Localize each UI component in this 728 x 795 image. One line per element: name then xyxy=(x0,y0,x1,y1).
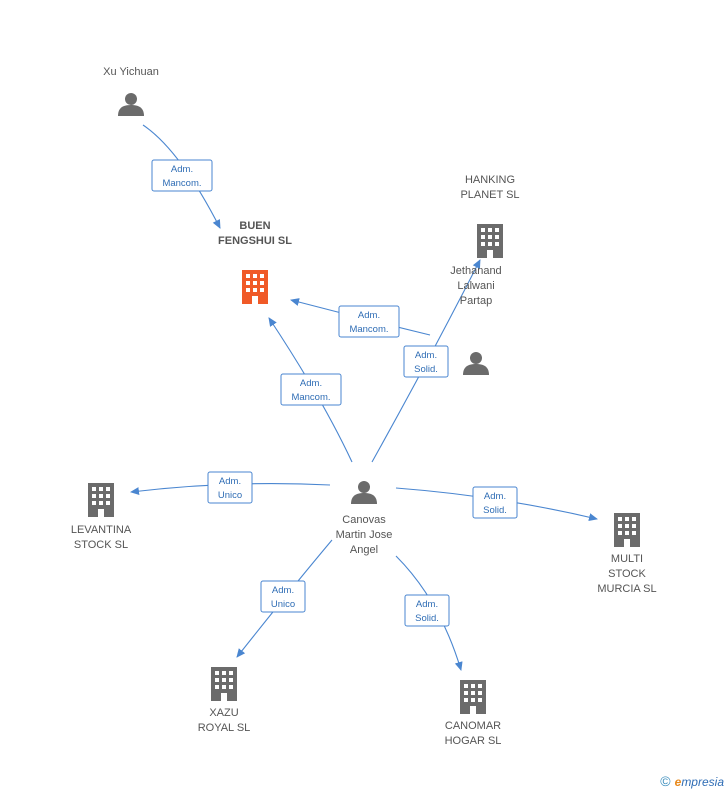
relation-label-r2[interactable]: Adm. Mancom. xyxy=(338,305,400,338)
person-icon xyxy=(463,352,489,375)
node-label: XAZU xyxy=(209,707,238,719)
person-icon xyxy=(351,481,377,504)
relation-box xyxy=(403,345,449,378)
relation-label-r7[interactable]: Adm. Unico xyxy=(260,580,306,613)
building-icon xyxy=(242,270,268,304)
node-hanking[interactable]: HANKING PLANET SL xyxy=(460,174,520,258)
node-label: HOGAR SL xyxy=(445,735,502,747)
relation-label-r6[interactable]: Adm. Solid. xyxy=(472,486,518,519)
node-label: ROYAL SL xyxy=(198,722,251,734)
relation-text: Unico xyxy=(218,490,242,501)
relation-text: Adm. xyxy=(416,599,438,610)
relation-text: Unico xyxy=(271,599,295,610)
relation-box xyxy=(338,305,400,338)
node-label: FENGSHUI SL xyxy=(218,235,292,247)
relation-box xyxy=(151,159,213,192)
relation-text: Adm. xyxy=(358,310,380,321)
brand-initial: e xyxy=(674,775,682,789)
node-label: BUEN xyxy=(239,220,270,232)
footer-brand: ©empresia xyxy=(660,773,724,789)
relations-layer: Adm. Mancom. Adm. Mancom. Adm. Mancom. Adm. Sol… xyxy=(151,159,518,627)
relation-label-r4[interactable]: Adm. Solid. xyxy=(403,345,449,378)
relation-text: Adm. xyxy=(415,350,437,361)
node-label: PLANET SL xyxy=(460,189,519,201)
building-icon xyxy=(460,680,486,714)
brand-name: mpresia xyxy=(681,775,724,789)
node-label: MURCIA SL xyxy=(597,583,656,595)
copyright-icon: © xyxy=(660,773,671,789)
edges-layer xyxy=(130,124,598,671)
relation-text: Mancom. xyxy=(291,392,330,403)
node-label: STOCK SL xyxy=(74,539,128,551)
relation-text: Adm. xyxy=(272,585,294,596)
relation-label-r3[interactable]: Adm. Mancom. xyxy=(280,373,342,406)
node-label: Lalwani xyxy=(457,280,494,292)
node-buen[interactable]: BUEN FENGSHUI SL xyxy=(218,220,292,304)
relation-text: Solid. xyxy=(414,364,438,375)
node-label: Partap xyxy=(460,295,492,307)
node-label: HANKING xyxy=(465,174,515,186)
relation-box xyxy=(280,373,342,406)
node-label: Canovas xyxy=(342,514,386,526)
relation-text: Adm. xyxy=(171,164,193,175)
relation-text: Adm. xyxy=(300,378,322,389)
building-icon xyxy=(477,224,503,258)
person-icon xyxy=(118,93,144,116)
node-label: CANOMAR xyxy=(445,720,501,732)
relation-box xyxy=(404,594,450,627)
node-label: Martin Jose xyxy=(336,529,393,541)
building-icon xyxy=(88,483,114,517)
relation-text: Adm. xyxy=(219,476,241,487)
node-multi[interactable]: MULTI STOCK MURCIA SL xyxy=(597,513,657,595)
node-label: LEVANTINA xyxy=(71,524,132,536)
node-xu[interactable]: Xu Yichuan xyxy=(103,66,159,116)
relation-text: Solid. xyxy=(415,613,439,624)
building-icon xyxy=(614,513,640,547)
node-label: Xu Yichuan xyxy=(103,66,159,78)
relation-label-r1[interactable]: Adm. Mancom. xyxy=(151,159,213,192)
relation-text: Solid. xyxy=(483,505,507,516)
relation-box xyxy=(472,486,518,519)
node-canomar[interactable]: CANOMAR HOGAR SL xyxy=(445,680,502,747)
relation-box xyxy=(207,471,253,504)
node-levantina[interactable]: LEVANTINA STOCK SL xyxy=(71,483,132,551)
node-label: STOCK xyxy=(608,568,646,580)
node-xazu[interactable]: XAZU ROYAL SL xyxy=(198,667,251,734)
relation-text: Mancom. xyxy=(162,178,201,189)
building-icon xyxy=(211,667,237,701)
relation-box xyxy=(260,580,306,613)
node-label: Jethanand xyxy=(450,265,501,277)
node-label: MULTI xyxy=(611,553,643,565)
node-label: Angel xyxy=(350,544,378,556)
relation-label-r5[interactable]: Adm. Unico xyxy=(207,471,253,504)
relation-text: Adm. xyxy=(484,491,506,502)
relation-label-r8[interactable]: Adm. Solid. xyxy=(404,594,450,627)
relation-text: Mancom. xyxy=(349,324,388,335)
